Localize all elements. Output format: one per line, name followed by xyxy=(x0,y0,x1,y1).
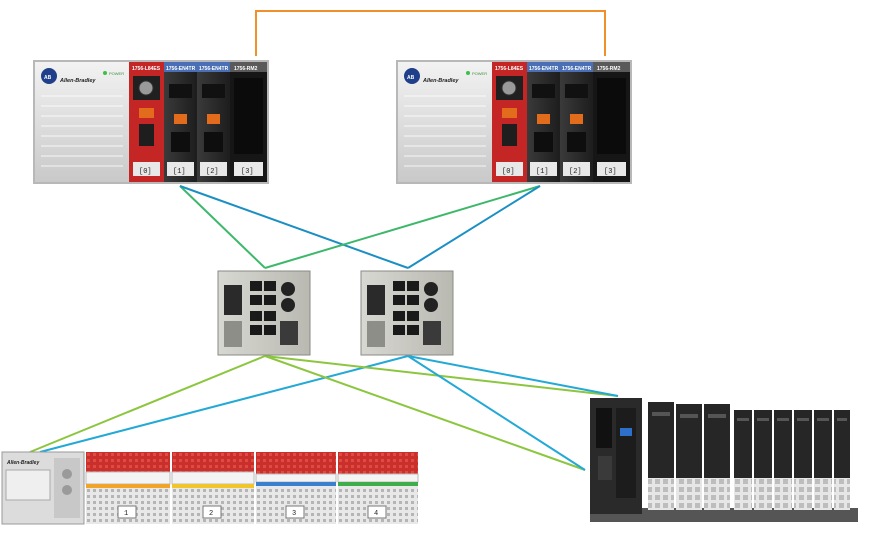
module-slot-2: 1756-EN4TR [2] xyxy=(560,62,593,182)
slot-number: [2] xyxy=(569,168,582,176)
module-slot-3: 1756-RM2 [3] xyxy=(230,62,267,182)
slot-number: [3] xyxy=(604,168,617,176)
slot-number: 1 xyxy=(124,510,128,518)
redundancy-fiber-link xyxy=(255,10,606,56)
link-switchB-flexrack-2 xyxy=(407,355,586,471)
slot-number: 2 xyxy=(209,510,213,518)
link-chassisB-switchB xyxy=(407,185,541,269)
brand-label: Allen-Bradley xyxy=(59,78,96,84)
brand-label: Allen-Bradley xyxy=(422,78,459,84)
key-switch-icon xyxy=(138,80,154,96)
module-slot-1: 1756-EN4TR [1] xyxy=(164,62,197,182)
ethernet-switch-b xyxy=(360,270,454,356)
link-chassisB-switchA xyxy=(264,185,541,269)
link-switchA-flexrack-1 xyxy=(264,355,619,397)
key-switch-icon xyxy=(501,80,517,96)
flex-io-rack xyxy=(590,398,858,522)
link-switchA-iorack xyxy=(29,355,266,453)
io-module-4: 4 xyxy=(337,452,419,524)
controller-chassis-b: AB Allen-Bradley POWER 1756-L84ES [0] 17… xyxy=(396,60,632,184)
slot-number: [0] xyxy=(139,168,152,176)
link-switchA-flexrack-2 xyxy=(264,355,586,471)
module-slot-0: 1756-L84ES [0] xyxy=(492,62,527,182)
slot-number: [0] xyxy=(502,168,515,176)
link-chassisA-switchA xyxy=(179,185,266,269)
module-slot-0: 1756-L84ES [0] xyxy=(129,62,164,182)
module-slot-3: 1756-RM2 [3] xyxy=(593,62,630,182)
slot-number: [1] xyxy=(173,168,186,176)
svg-text:AB: AB xyxy=(44,75,52,81)
slot-number: [2] xyxy=(206,168,219,176)
ab-logo-icon xyxy=(41,68,57,84)
ab-logo-icon xyxy=(404,68,420,84)
module-label: 1756-EN4TR xyxy=(562,66,592,72)
module-label: 1756-L84ES xyxy=(495,66,524,72)
io-module-2: 2 xyxy=(171,452,255,524)
module-label: 1756-EN4TR xyxy=(529,66,559,72)
link-chassisA-switchB xyxy=(179,185,409,269)
module-label: 1756-EN4TR xyxy=(199,66,229,72)
module-slot-2: 1756-EN4TR [2] xyxy=(197,62,230,182)
module-slot-1: 1756-EN4TR [1] xyxy=(527,62,560,182)
ethernet-switch-a xyxy=(217,270,311,356)
slot-number: [3] xyxy=(241,168,254,176)
slot-number: 3 xyxy=(292,510,296,518)
io-rack: Allen-Bradley 1 2 3 xyxy=(1,451,419,525)
io-module-1: 1 xyxy=(85,452,171,524)
io-adapter: Allen-Bradley xyxy=(1,451,85,525)
module-label: 1756-EN4TR xyxy=(166,66,196,72)
connection-lines xyxy=(29,10,619,471)
module-label: 1756-L84ES xyxy=(132,66,161,72)
power-label: POWER xyxy=(109,71,124,76)
module-label: 1756-RM2 xyxy=(234,66,258,72)
io-module-3: 3 xyxy=(255,452,337,524)
link-switchB-flexrack-1 xyxy=(407,355,619,397)
brand-label: Allen-Bradley xyxy=(6,460,39,466)
link-switchB-iorack xyxy=(39,355,409,453)
module-label: 1756-RM2 xyxy=(597,66,621,72)
slot-number: 4 xyxy=(374,510,378,518)
slot-number: [1] xyxy=(536,168,549,176)
power-label: POWER xyxy=(472,71,487,76)
controller-chassis-a: AB Allen-Bradley POWER 1756-L84ES [0] 17… xyxy=(33,60,269,184)
svg-text:AB: AB xyxy=(407,75,415,81)
